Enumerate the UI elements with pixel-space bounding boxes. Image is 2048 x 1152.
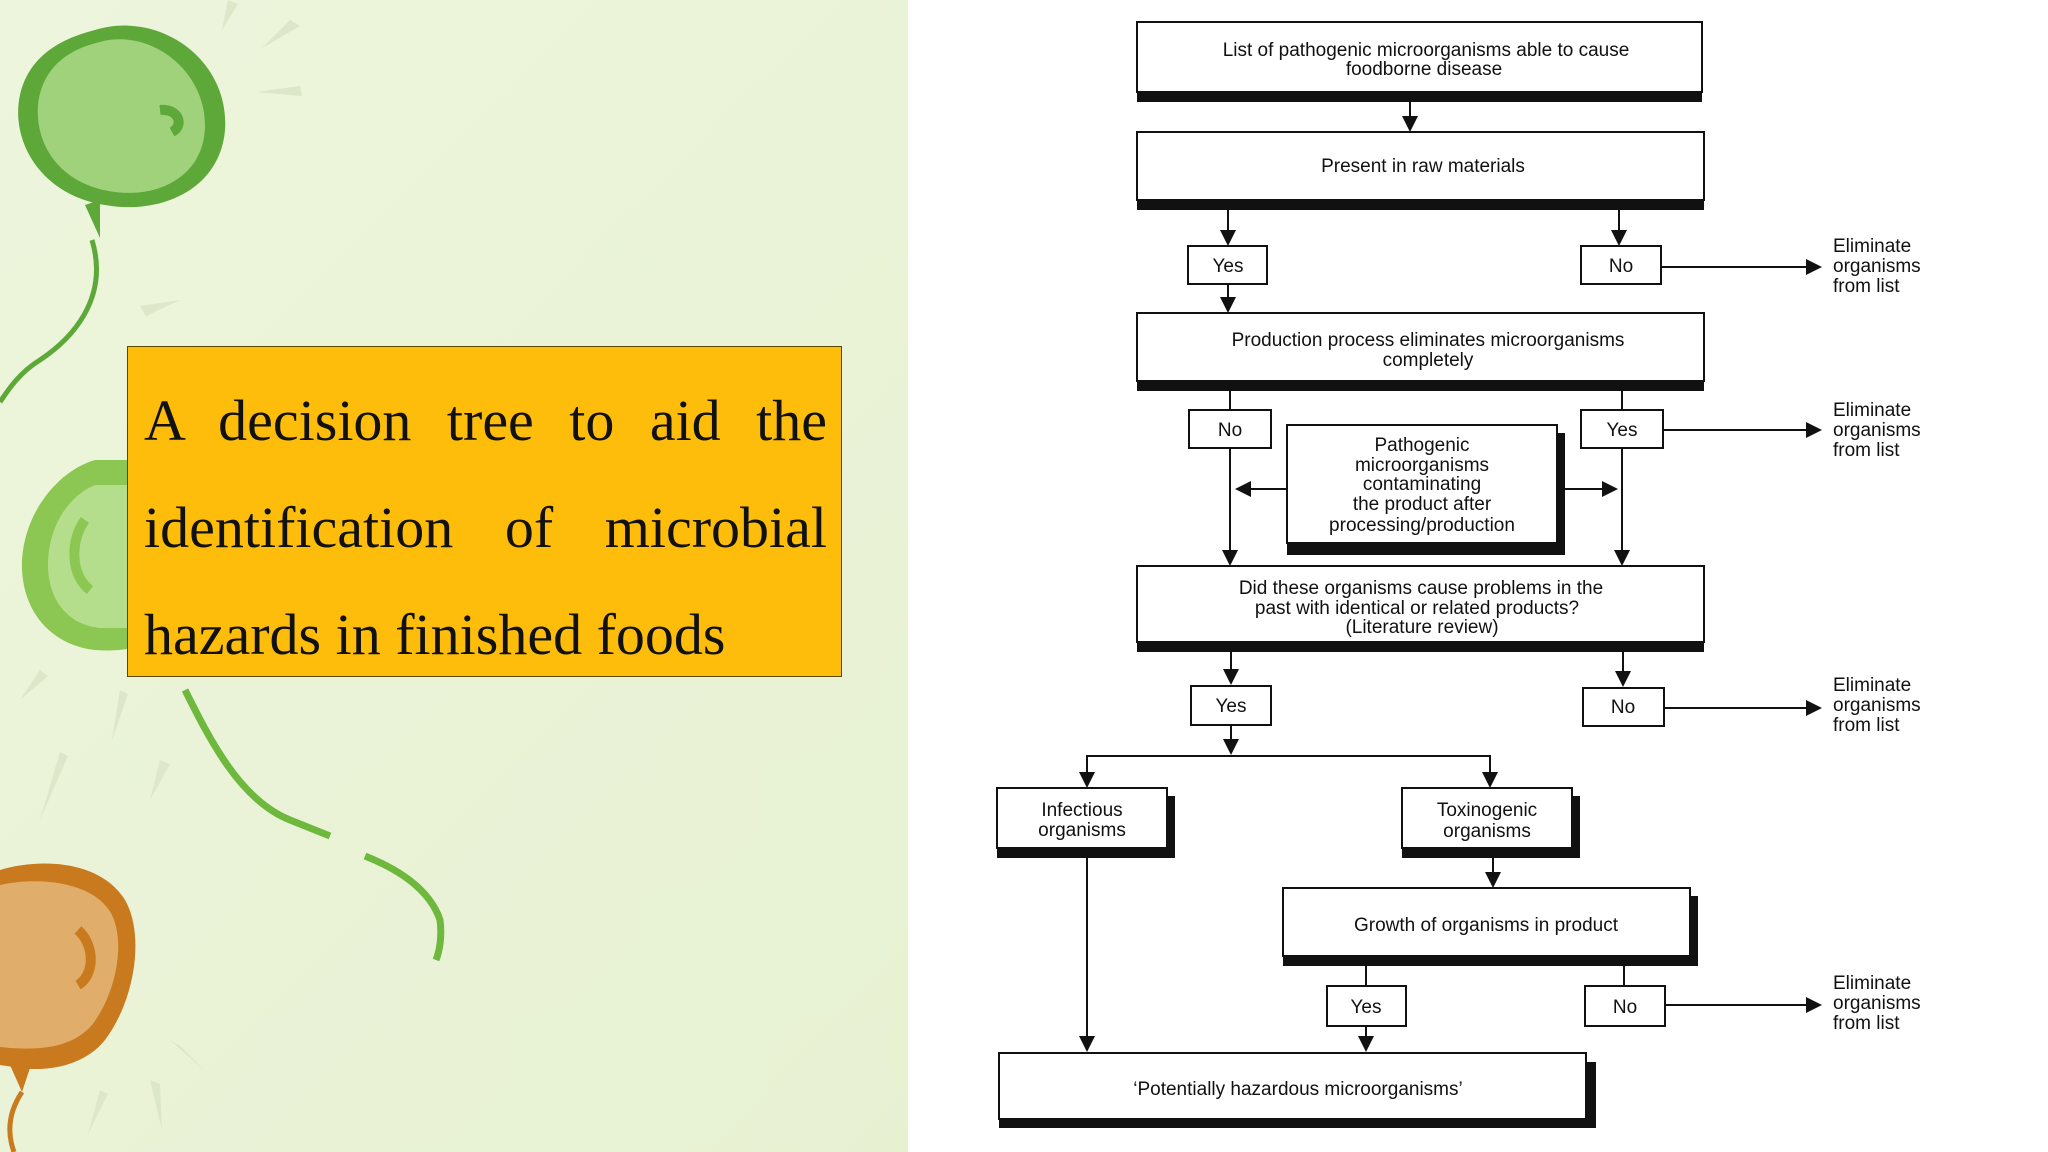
decision-tree-flowchart: List of pathogenic microorganisms able t… bbox=[996, 21, 1921, 1128]
svg-text:List of pathogenic microorgani: List of pathogenic microorganisms able t… bbox=[1223, 40, 1630, 61]
svg-text:organisms: organisms bbox=[1443, 821, 1531, 842]
svg-text:organisms: organisms bbox=[1833, 256, 1921, 277]
svg-text:contaminating: contaminating bbox=[1363, 474, 1481, 495]
svg-text:organisms: organisms bbox=[1038, 820, 1126, 841]
svg-text:completely: completely bbox=[1383, 350, 1474, 371]
slide-title: A decision tree to aid the identificatio… bbox=[144, 388, 827, 667]
raw-materials-box: Present in raw materials bbox=[1136, 131, 1705, 210]
svg-text:Pathogenic: Pathogenic bbox=[1374, 435, 1469, 456]
q1-no-label: No bbox=[1580, 245, 1662, 285]
svg-text:Eliminate: Eliminate bbox=[1833, 236, 1911, 257]
svg-text:Eliminate: Eliminate bbox=[1833, 400, 1911, 421]
production-process-box: Production process eliminates microorgan… bbox=[1136, 312, 1705, 391]
svg-text:No: No bbox=[1613, 997, 1637, 1018]
svg-text:Infectious: Infectious bbox=[1041, 800, 1122, 821]
q3-no-label: No bbox=[1582, 687, 1665, 727]
svg-text:Did these organisms cause prob: Did these organisms cause problems in th… bbox=[1239, 578, 1603, 599]
contamination-box: Pathogenic microorganisms contaminating … bbox=[1286, 424, 1565, 555]
svg-text:foodborne disease: foodborne disease bbox=[1346, 59, 1502, 80]
svg-text:Yes: Yes bbox=[1213, 256, 1244, 277]
q3-yes-label: Yes bbox=[1190, 685, 1272, 726]
svg-text:microorganisms: microorganisms bbox=[1355, 455, 1489, 476]
svg-text:No: No bbox=[1609, 256, 1633, 277]
svg-text:Present in raw materials: Present in raw materials bbox=[1321, 156, 1525, 177]
infectious-box: Infectious organisms bbox=[996, 787, 1175, 858]
svg-text:organisms: organisms bbox=[1833, 420, 1921, 441]
toxinogenic-box: Toxinogenic organisms bbox=[1401, 787, 1580, 858]
sparkle-rays bbox=[20, 0, 302, 1134]
title-box: A decision tree to aid the identificatio… bbox=[127, 346, 842, 677]
svg-text:Growth of organisms in product: Growth of organisms in product bbox=[1354, 915, 1619, 936]
growth-box: Growth of organisms in product bbox=[1282, 887, 1698, 966]
result-box: ‘Potentially hazardous microorganisms’ bbox=[998, 1052, 1596, 1128]
diagram-panel: List of pathogenic microorganisms able t… bbox=[908, 0, 2048, 1152]
svg-text:Yes: Yes bbox=[1216, 696, 1247, 717]
decorative-balloons bbox=[0, 0, 445, 1152]
q1-yes-label: Yes bbox=[1187, 245, 1268, 285]
svg-text:from list: from list bbox=[1833, 276, 1900, 297]
svg-text:from list: from list bbox=[1833, 440, 1900, 461]
list-pathogens-box: List of pathogenic microorganisms able t… bbox=[1136, 21, 1703, 102]
eliminate-label-1: Eliminate organisms from list bbox=[1833, 236, 1921, 297]
q2-yes-label: Yes bbox=[1580, 409, 1664, 449]
svg-text:Yes: Yes bbox=[1607, 420, 1638, 441]
q4-no-label: No bbox=[1584, 985, 1666, 1027]
svg-text:from list: from list bbox=[1833, 715, 1900, 736]
eliminate-label-2: Eliminate organisms from list bbox=[1833, 400, 1921, 461]
svg-text:Toxinogenic: Toxinogenic bbox=[1437, 800, 1537, 821]
balloon-orange-bottom bbox=[0, 863, 136, 1152]
svg-text:from list: from list bbox=[1833, 1013, 1900, 1034]
past-problems-box: Did these organisms cause problems in th… bbox=[1136, 565, 1705, 652]
balloon-green-middle bbox=[21, 460, 445, 962]
svg-text:No: No bbox=[1218, 420, 1242, 441]
branch-line bbox=[1086, 755, 1491, 785]
svg-text:(Literature review): (Literature review) bbox=[1345, 617, 1498, 638]
svg-text:Yes: Yes bbox=[1351, 997, 1382, 1018]
svg-text:organisms: organisms bbox=[1833, 993, 1921, 1014]
svg-text:processing/production: processing/production bbox=[1329, 515, 1515, 536]
svg-text:Eliminate: Eliminate bbox=[1833, 973, 1911, 994]
svg-text:past with identical or related: past with identical or related products? bbox=[1255, 598, 1579, 619]
svg-text:No: No bbox=[1611, 697, 1635, 718]
q4-yes-label: Yes bbox=[1326, 985, 1407, 1027]
balloon-green-top bbox=[0, 25, 226, 404]
svg-text:organisms: organisms bbox=[1833, 695, 1921, 716]
svg-text:Eliminate: Eliminate bbox=[1833, 675, 1911, 696]
eliminate-label-3: Eliminate organisms from list bbox=[1833, 675, 1921, 736]
svg-text:the product after: the product after bbox=[1353, 494, 1492, 515]
eliminate-label-4: Eliminate organisms from list bbox=[1833, 973, 1921, 1034]
svg-text:Production process eliminates: Production process eliminates microorgan… bbox=[1232, 330, 1625, 351]
svg-text:‘Potentially hazardous microor: ‘Potentially hazardous microorganisms’ bbox=[1133, 1079, 1462, 1100]
q2-no-label: No bbox=[1188, 409, 1272, 449]
